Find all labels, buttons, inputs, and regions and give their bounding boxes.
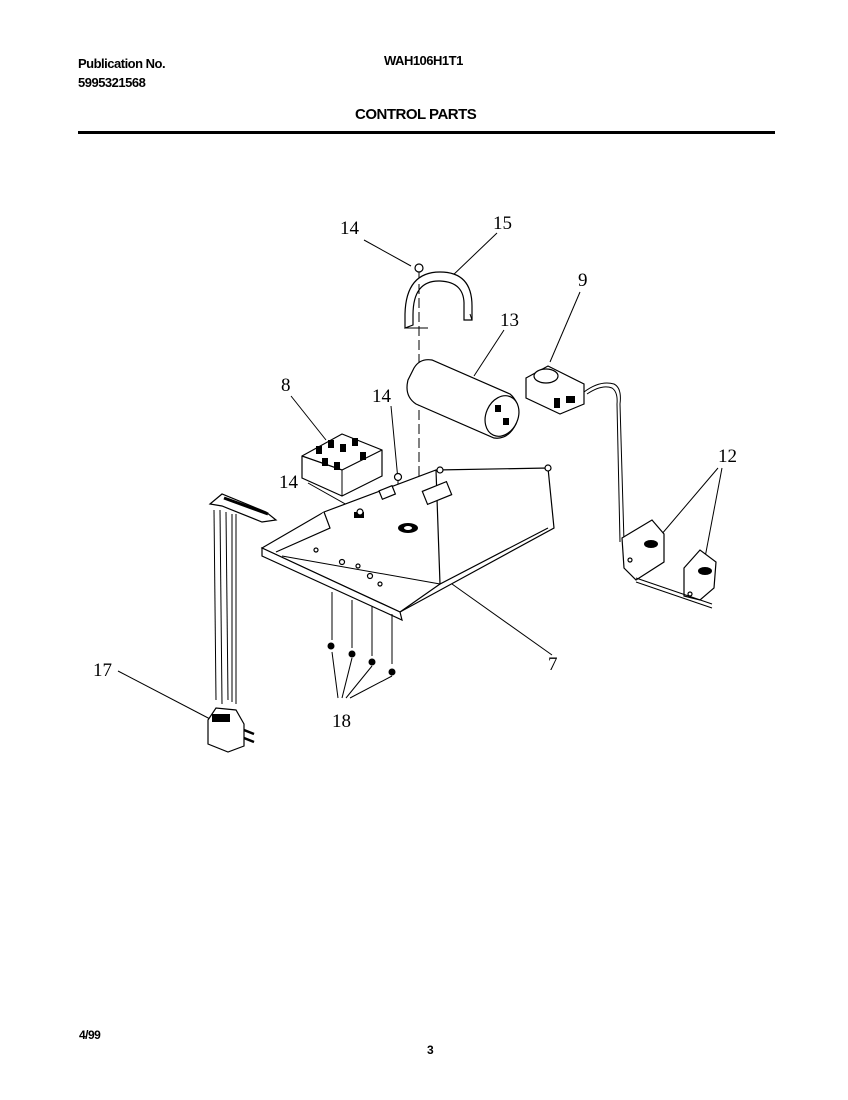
selector-switch [301,433,383,497]
callout-14-screw-left: 14 [279,472,299,493]
callout-7-control-box: 7 [548,654,558,675]
callout-17-power-cord: 17 [93,660,112,681]
revision-date: 4/99 [79,1028,101,1042]
thermostat [525,365,625,543]
page-number: 3 [427,1043,434,1057]
callout-14-screw-top: 14 [340,218,360,239]
callout-13-capacitor: 13 [500,310,519,331]
callout-8-switch: 8 [281,375,291,396]
publication-label: Publication No. [78,56,166,71]
callout-18-screws: 18 [332,711,351,732]
power-cord [207,493,278,753]
page-title: CONTROL PARTS [355,106,477,123]
capacitor [406,359,520,439]
publication-number: 5995321568 [78,75,146,90]
control-box [260,464,555,664]
callout-15-strap: 15 [493,213,512,234]
callout-9-thermostat: 9 [578,270,588,291]
header-divider [78,131,775,134]
mounting-screws [327,642,396,676]
screw-14-left [356,508,364,516]
model-number: WAH106H1T1 [384,53,463,68]
thermostat-brackets [621,519,717,609]
callout-12-brackets: 12 [718,446,737,467]
capacitor-strap [404,271,473,329]
callout-14-screw-middle: 14 [372,386,392,407]
